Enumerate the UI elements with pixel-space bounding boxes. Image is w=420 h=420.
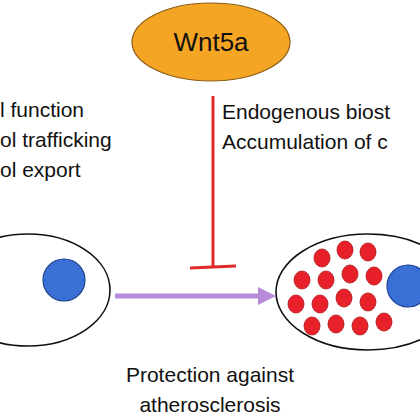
lipid-droplets <box>288 241 392 335</box>
transition-arrow <box>115 294 262 299</box>
inhibition-bar <box>190 266 236 268</box>
nucleus <box>387 265 420 307</box>
annotation-text: Endogenous biost <box>222 97 420 127</box>
arrow-head <box>258 287 276 305</box>
ellipse-outline <box>132 3 290 81</box>
annotation-text: ol export <box>0 155 160 185</box>
foam-cell-outline <box>276 234 420 350</box>
annotation-text: ol trafficking <box>0 125 160 155</box>
annotation-text: Accumulation of c <box>222 127 420 157</box>
inhibition-line <box>212 96 215 266</box>
node-label: Wnt5a <box>173 27 248 58</box>
cell-outline <box>0 234 110 346</box>
annotation-text: Protection against atherosclerosis <box>95 360 325 420</box>
annotation-text: l function <box>0 95 160 125</box>
nucleus <box>43 259 85 301</box>
ligand-ellipse: Wnt5a <box>131 2 291 82</box>
